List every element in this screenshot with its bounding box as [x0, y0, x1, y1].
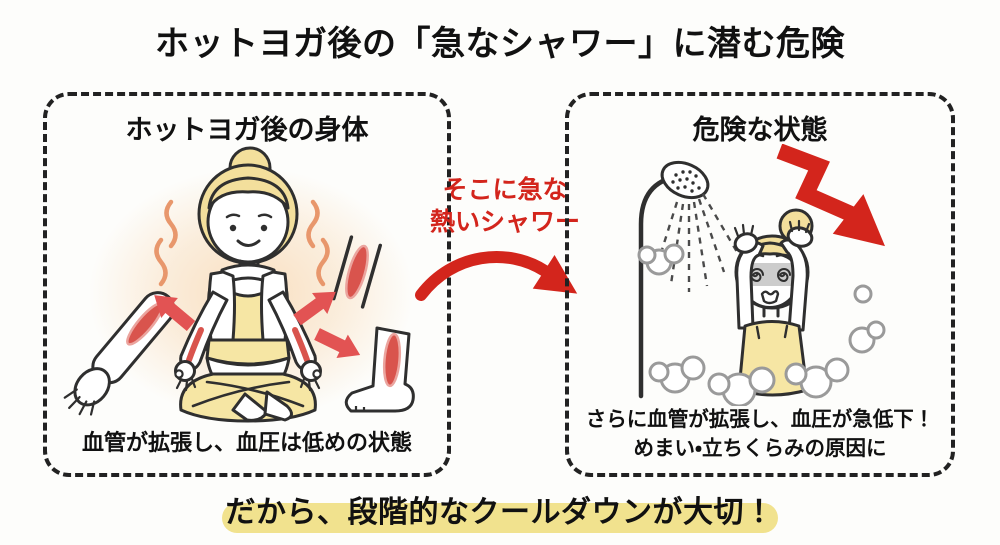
page-title: ホットヨガ後の「急なシャワー」に潜む危険	[155, 25, 845, 63]
footer-highlight	[222, 503, 778, 533]
dilated-vessel-arm-icon	[63, 291, 176, 416]
panel-before-heading: ホットヨガ後の身体	[125, 115, 369, 145]
panel-danger-heading: 危険な状態	[692, 115, 828, 145]
panel-danger-caption: さらに血管が拡張し、血圧が急低下！ めまい・立ちくらみの原因に	[569, 405, 951, 463]
connector-line1: そこに急な	[442, 176, 568, 204]
connector-line2: 熱いシャワー	[429, 208, 580, 236]
yoga-woman-illustration	[63, 146, 415, 423]
yoga-woman	[174, 146, 322, 423]
panel-danger-caption-line1: さらに血管が拡張し、血圧が急低下！	[585, 408, 935, 431]
dizzy-woman	[733, 208, 814, 397]
spiral-eyes	[750, 268, 791, 282]
steam-cloud-icon	[648, 355, 850, 406]
water-spray	[653, 193, 739, 292]
connector-label: そこに急な 熱いシャワー	[415, 174, 595, 238]
dizzy-woman-illustration	[637, 144, 886, 406]
heat-wave-icon	[154, 199, 330, 287]
steam-cloud-icon	[637, 243, 886, 354]
dilated-vessel-foot-icon	[344, 326, 415, 413]
panel-danger: 危険な状態	[565, 92, 955, 477]
zigzag-drop-arrow-icon	[776, 144, 885, 247]
dilated-vessel-segment-icon	[332, 235, 382, 309]
panel-before: ホットヨガ後の身体	[43, 92, 451, 477]
panel-danger-caption-line2: めまい・立ちくらみの原因に	[633, 437, 887, 460]
footer-message: だから、段階的なクールダウンが大切！	[225, 496, 775, 529]
panel-before-caption: 血管が拡張し、血圧は低めの状態	[81, 430, 412, 455]
outward-arrow-icon	[154, 291, 361, 358]
